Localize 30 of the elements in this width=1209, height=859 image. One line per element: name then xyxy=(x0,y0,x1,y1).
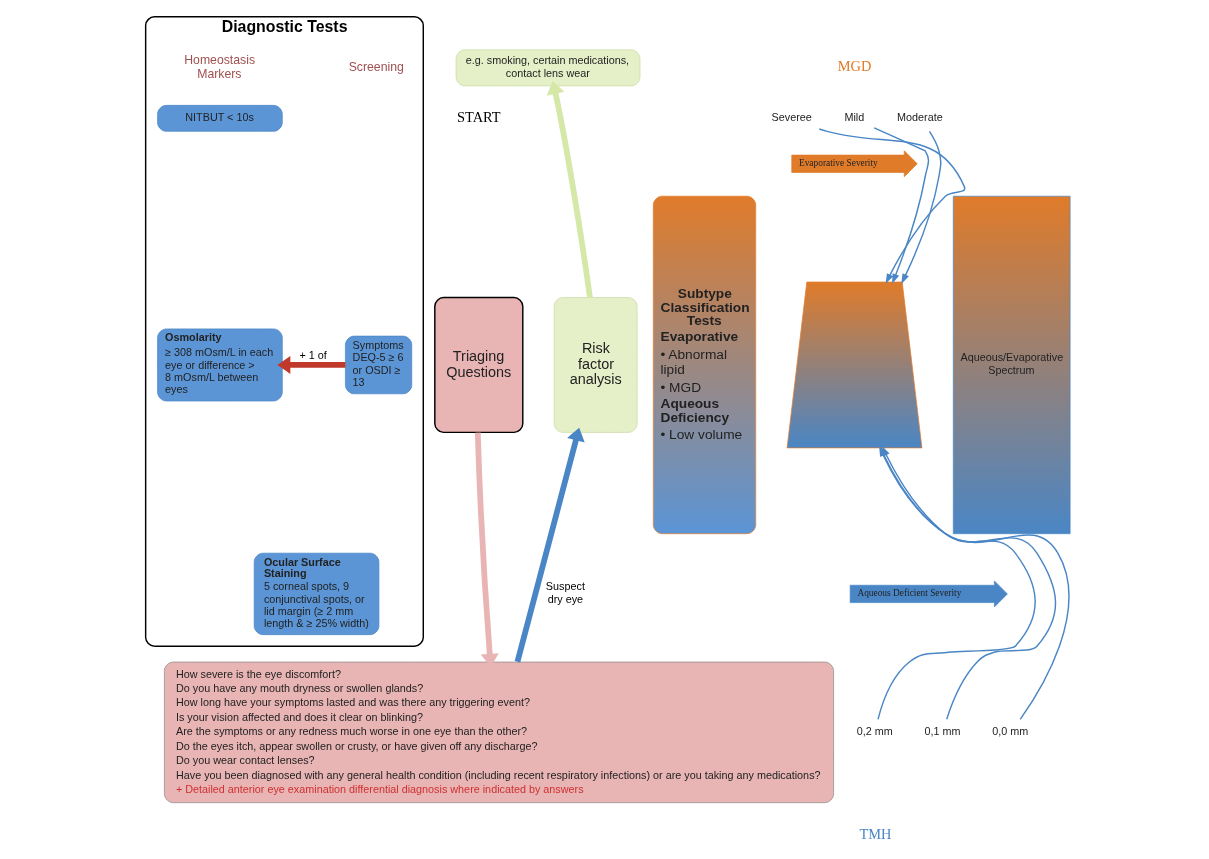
node-box xyxy=(786,281,922,449)
node-box: How severe is the eye discomfort? Do you have any mouth dryness or swollen glands? How long have your symptoms lasted and was there any triggering event? Is your vision affected and does it clear on blinking? Are the symptoms or any redness much worse in one eye than the other? Do the eyes itch, appear swollen or crusty, or have given off any discharge? Do you wear contact lenses? Have you been diagnosed with any general health condition (including recent respiratory infections) or are you taking any medications? + Detailed anterior eye examination differential diagnosis where indicated by answers xyxy=(163,661,834,804)
label: START xyxy=(456,108,501,125)
label: Homeostasis Markers xyxy=(183,52,255,81)
node-box: Triaging Questions xyxy=(433,296,523,434)
label: TMH xyxy=(858,825,891,842)
node-text: 0,1 mm xyxy=(923,725,960,738)
node-text: Severee xyxy=(771,111,812,124)
edge-label: + 1 of xyxy=(298,349,327,362)
node-text: Mild xyxy=(843,111,864,124)
label: MGD xyxy=(837,58,871,75)
node-box: Osmolarity ≥ 308 mOsm/L in each eye or difference > 8 mOsm/L between eyes xyxy=(156,328,283,402)
node-text: 0,0 mm xyxy=(991,725,1028,738)
node-text: 0,2 mm xyxy=(856,725,893,738)
node-box: Aqueous/Evaporative Spectrum xyxy=(952,195,1070,535)
node-box: Subtype Classification Tests Evaporative • Abnormal lipid • MGD Aqueous Deficiency • Low volume xyxy=(652,195,756,535)
edge-label: Suspect dry eye xyxy=(545,580,585,605)
arrow xyxy=(900,130,941,284)
node-box: NITBUT < 10s xyxy=(156,105,283,132)
node-text: Moderate xyxy=(896,111,943,124)
node-box: Ocular Surface Staining 5 corneal spots, 9 conjunctival spots, or lid margin (≥ 2 mm length & ≥ 25% width) xyxy=(253,552,379,635)
node-box: Risk factor analysis xyxy=(553,297,637,433)
node-box: e.g. smoking, certain medications, contact lens wear xyxy=(455,49,640,87)
arrow xyxy=(514,427,585,663)
label: Screening xyxy=(348,59,404,74)
arrow xyxy=(872,127,929,284)
arrow xyxy=(546,81,593,298)
arrow xyxy=(276,355,345,375)
node-box: Symptoms DEQ-5 ≥ 6 or OSDI ≥ 13 xyxy=(344,335,412,395)
arrow xyxy=(818,128,965,284)
